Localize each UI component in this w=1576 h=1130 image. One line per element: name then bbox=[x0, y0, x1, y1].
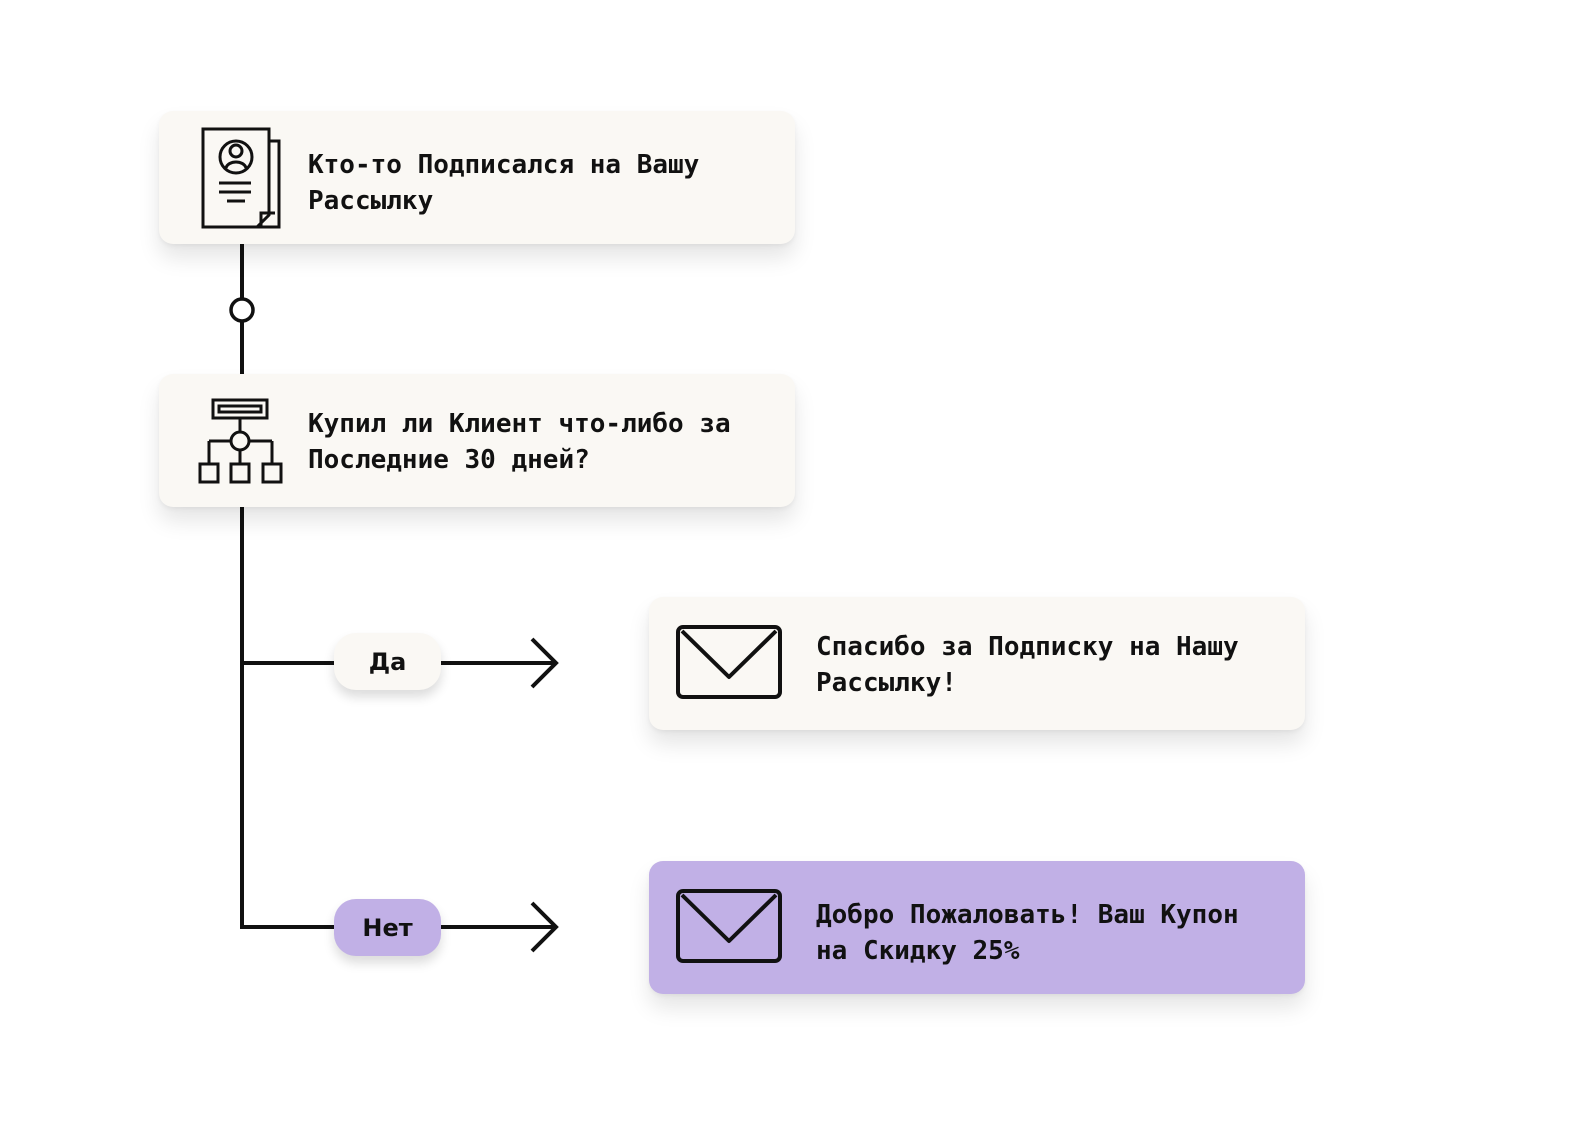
connector-node bbox=[229, 297, 255, 323]
envelope-icon bbox=[676, 625, 782, 699]
email-yes-label: Спасибо за Подписку на Нашу Рассылку! bbox=[816, 632, 1239, 698]
envelope-icon bbox=[676, 889, 782, 963]
branch-yes-label: Да bbox=[334, 633, 441, 690]
branch-no-label: Нет bbox=[334, 899, 441, 956]
subscriber-document-icon bbox=[201, 127, 281, 229]
trigger-card[interactable]: Кто-то Подписался на Вашу Рассылку bbox=[159, 111, 795, 244]
trigger-label: Кто-то Подписался на Вашу Рассылку bbox=[308, 150, 700, 216]
condition-label: Купил ли Клиент что-либо за Последние 30… bbox=[308, 409, 731, 475]
email-no-card[interactable]: Добро Пожаловать! Ваш Купон на Скидку 25… bbox=[649, 861, 1305, 994]
yes-arrow-head bbox=[530, 637, 559, 689]
hierarchy-icon bbox=[198, 398, 283, 484]
no-arrow-head bbox=[530, 901, 559, 953]
email-yes-card[interactable]: Спасибо за Подписку на Нашу Рассылку! bbox=[649, 597, 1305, 730]
condition-card[interactable]: Купил ли Клиент что-либо за Последние 30… bbox=[159, 374, 795, 507]
email-no-label: Добро Пожаловать! Ваш Купон на Скидку 25… bbox=[816, 900, 1239, 966]
